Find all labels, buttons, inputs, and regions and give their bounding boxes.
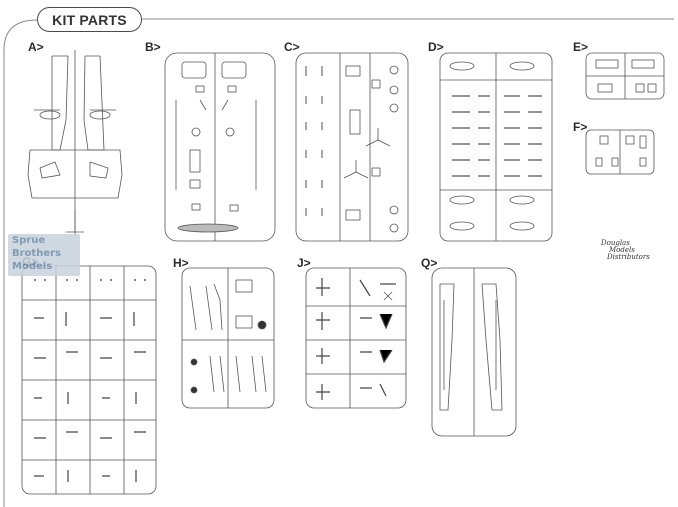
sprue-c-drawing: [295, 52, 409, 242]
distributor-line3: Distributors: [607, 253, 650, 261]
sprue-j-parts: [316, 278, 396, 400]
sprue-f-label: F>: [573, 120, 588, 134]
distributor-line2: Models: [609, 246, 635, 254]
sprue-j-drawing: [305, 267, 407, 409]
watermark-line2: Brothers: [12, 248, 61, 259]
sprue-h-label: H>: [173, 256, 189, 270]
watermark-logo: Sprue Brothers Models: [8, 234, 80, 276]
sprue-a-label: A>: [28, 40, 44, 54]
sprue-c-parts: [305, 66, 323, 216]
sprue-c-label: C>: [284, 40, 300, 54]
sprue-e-label: E>: [573, 40, 589, 54]
sprue-q-label: Q>: [421, 256, 438, 270]
sprue-j-label: J>: [297, 256, 311, 270]
sprue-e-drawing: [585, 52, 665, 100]
watermark-line3: Models: [12, 261, 53, 272]
sprue-a-drawing: [27, 50, 123, 236]
page-title: KIT PARTS: [37, 7, 142, 32]
sprue-h-drawing: [181, 267, 275, 409]
distributor-logo: Douglas Models Distributors: [601, 240, 663, 264]
sprue-g-drawing: [21, 265, 157, 495]
sprue-q-drawing: [431, 267, 517, 437]
sprue-f-drawing: [585, 129, 655, 175]
frame-left-line: [3, 19, 38, 507]
sprue-g-parts: [34, 279, 146, 482]
sprue-d-drawing: [439, 52, 553, 242]
sprue-d-parts: [452, 95, 542, 177]
sprue-b-label: B>: [145, 40, 161, 54]
distributor-line1: Douglas: [601, 239, 630, 247]
sprue-b-drawing: [164, 52, 276, 242]
watermark-line1: Sprue: [12, 235, 46, 246]
sprue-d-label: D>: [428, 40, 444, 54]
